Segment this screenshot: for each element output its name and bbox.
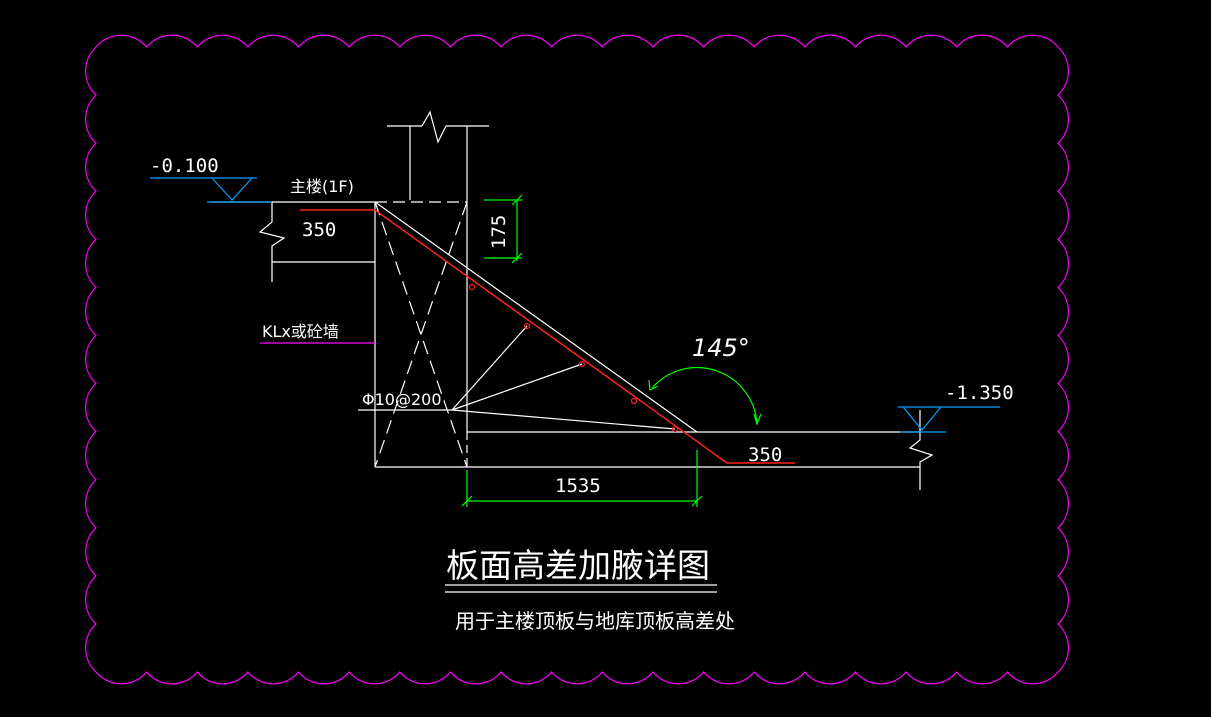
column-break-symbol — [421, 110, 447, 144]
rebar-dot — [523, 322, 531, 330]
drawing-title: 板面高差加腋详图 — [446, 546, 710, 585]
rebar-spec-label: Φ10@200 — [362, 390, 442, 409]
beam-wall-label: KLx或砼墙 — [262, 322, 339, 341]
elev-right-triangle — [902, 406, 942, 431]
elevation-marks — [150, 177, 1000, 433]
elevation-left-label: -0.100 — [150, 155, 219, 177]
revision-cloud — [84, 34, 1070, 685]
wall-dashed-diag-1 — [374, 201, 468, 468]
stirrup-line-3 — [451, 409, 676, 430]
slab-right-break — [908, 410, 934, 490]
dim-175-tick-bottom — [511, 252, 523, 264]
dim-vertical-label: 175 — [488, 215, 510, 249]
angle-arrow-end — [753, 413, 762, 426]
stirrup-line-2 — [451, 363, 583, 411]
dim-1535-tick-right — [691, 495, 703, 507]
rebar-dot — [468, 283, 476, 291]
rebar — [300, 209, 795, 464]
title-underlines — [445, 584, 717, 593]
dimensions — [461, 194, 762, 507]
angle-arc — [651, 366, 758, 425]
dim-1535-tick-left — [461, 495, 473, 507]
rebar-dot — [671, 425, 679, 433]
dim-175-tick-top — [511, 194, 523, 206]
angle-label: 145° — [692, 334, 750, 362]
rebar-dot — [630, 397, 638, 405]
dim-top-left-label: 350 — [302, 219, 336, 241]
haunch-slope — [374, 201, 698, 433]
slab-left-break — [258, 202, 286, 282]
rebar-dots — [468, 283, 679, 433]
angle-arrow-start — [648, 379, 659, 391]
stirrup-line-1 — [451, 325, 528, 411]
elev-left-triangle — [211, 177, 253, 201]
structure-lines — [210, 110, 934, 490]
main-building-label: 主楼(1F) — [290, 177, 354, 196]
rebar-dot — [578, 360, 586, 368]
haunch-rebar — [300, 209, 795, 464]
elevation-right-label: -1.350 — [945, 382, 1014, 404]
wall-dashed-diag-2 — [374, 201, 468, 468]
dim-bottom-right-label: 350 — [748, 444, 782, 466]
dim-horizontal-label: 1535 — [555, 475, 601, 497]
drawing-subtitle: 用于主楼顶板与地库顶板高差处 — [455, 609, 735, 633]
